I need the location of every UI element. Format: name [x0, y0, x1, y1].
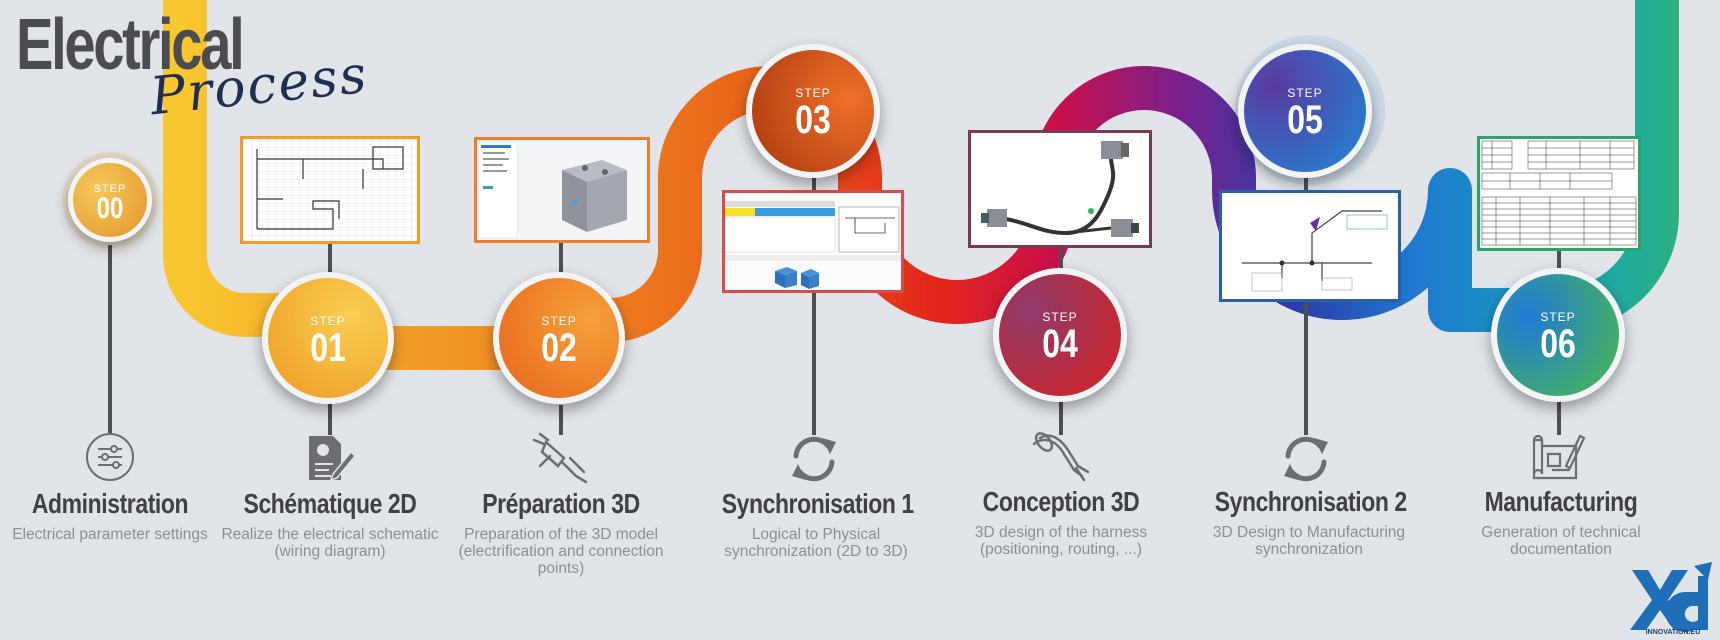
step-00-circle[interactable]: STEP 00 [68, 158, 152, 242]
step-number: 02 [541, 326, 577, 370]
manufacturing-doc-thumbnail [1477, 136, 1641, 251]
step-number: 05 [1287, 98, 1323, 142]
xd-innovation-logo: INNOVATION.EU [1630, 562, 1712, 636]
step-title: Administration [31, 488, 189, 519]
connector-line [108, 245, 112, 435]
blueprint-pencil-icon [1532, 434, 1586, 480]
step-label: STEP [310, 314, 346, 328]
step-02-circle[interactable]: STEP 02 [493, 272, 625, 404]
step-number: 06 [1540, 322, 1576, 366]
step-description: Realize the electrical schematic (wiring… [221, 526, 439, 560]
step-01-text: Schématique 2D Realize the electrical sc… [215, 488, 445, 560]
step-06-circle[interactable]: STEP 06 [1491, 268, 1625, 402]
step-description: Generation of technical documentation [1481, 524, 1641, 558]
sync-icon [1284, 436, 1328, 482]
step-label: STEP [1540, 310, 1576, 324]
step-02-text: Préparation 3D Preparation of the 3D mod… [446, 488, 676, 577]
step-title: Synchronisation 1 [721, 488, 914, 519]
step-label: STEP [93, 183, 127, 195]
step-description: 3D Design to Manufacturing synchronizati… [1212, 524, 1406, 558]
schematic-document-icon [309, 436, 357, 482]
connector-line [559, 243, 563, 273]
step-04-text: Conception 3D 3D design of the harness (… [946, 486, 1176, 558]
connector-line [559, 405, 563, 435]
step-title: Manufacturing [1484, 486, 1638, 517]
3d-model-thumbnail [474, 137, 650, 243]
step-description: Logical to Physical synchronization (2D … [724, 526, 908, 560]
step-05-circle[interactable]: STEP 05 [1238, 44, 1372, 178]
step-01-circle[interactable]: STEP 01 [262, 272, 394, 404]
step-number: 04 [1042, 322, 1078, 366]
connector-line [328, 243, 332, 273]
connector-line [1059, 400, 1063, 435]
connector-line [812, 290, 816, 435]
step-number: 00 [96, 192, 124, 225]
connector-line [1557, 400, 1561, 435]
connector-line [328, 400, 332, 435]
step-04-circle[interactable]: STEP 04 [993, 268, 1127, 402]
step-00-text: Administration Electrical parameter sett… [0, 488, 225, 543]
step-label: STEP [795, 86, 831, 100]
step-03-circle[interactable]: STEP 03 [746, 44, 880, 178]
sync2-thumbnail [1219, 190, 1401, 302]
step-description: 3D design of the harness (positioning, r… [974, 524, 1148, 558]
cable-harness-icon [1032, 432, 1090, 482]
connector-line [1059, 248, 1063, 268]
3d-harness-thumbnail [968, 130, 1152, 248]
step-label: STEP [1287, 86, 1323, 100]
logo-text: INNOVATION.EU [1646, 629, 1701, 636]
connector-line [1557, 248, 1561, 273]
sliders-icon [86, 433, 134, 481]
schematic-thumbnail [240, 136, 420, 244]
connector-line [1304, 170, 1308, 190]
step-description: Preparation of the 3D model (electrifica… [458, 526, 664, 577]
connector-line [812, 170, 816, 190]
page-title: Electrical [16, 5, 245, 85]
sync-icon [792, 436, 836, 482]
step-03-text: Synchronisation 1 Logical to Physical sy… [701, 488, 931, 560]
step-description: Electrical parameter settings [12, 526, 208, 543]
step-title: Synchronisation 2 [1214, 486, 1407, 517]
step-label: STEP [1042, 310, 1078, 324]
sync1-thumbnail [722, 190, 904, 293]
step-number: 01 [310, 326, 346, 370]
step-title: Préparation 3D [482, 488, 640, 519]
step-06-text: Manufacturing Generation of technical do… [1446, 486, 1676, 558]
step-number: 03 [795, 98, 831, 142]
step-label: STEP [541, 314, 577, 328]
plug-icon [532, 432, 588, 484]
step-title: Conception 3D [982, 486, 1140, 517]
connector-line [1304, 300, 1308, 435]
step-05-text: Synchronisation 2 3D Design to Manufactu… [1194, 486, 1424, 558]
step-title: Schématique 2D [243, 488, 417, 519]
